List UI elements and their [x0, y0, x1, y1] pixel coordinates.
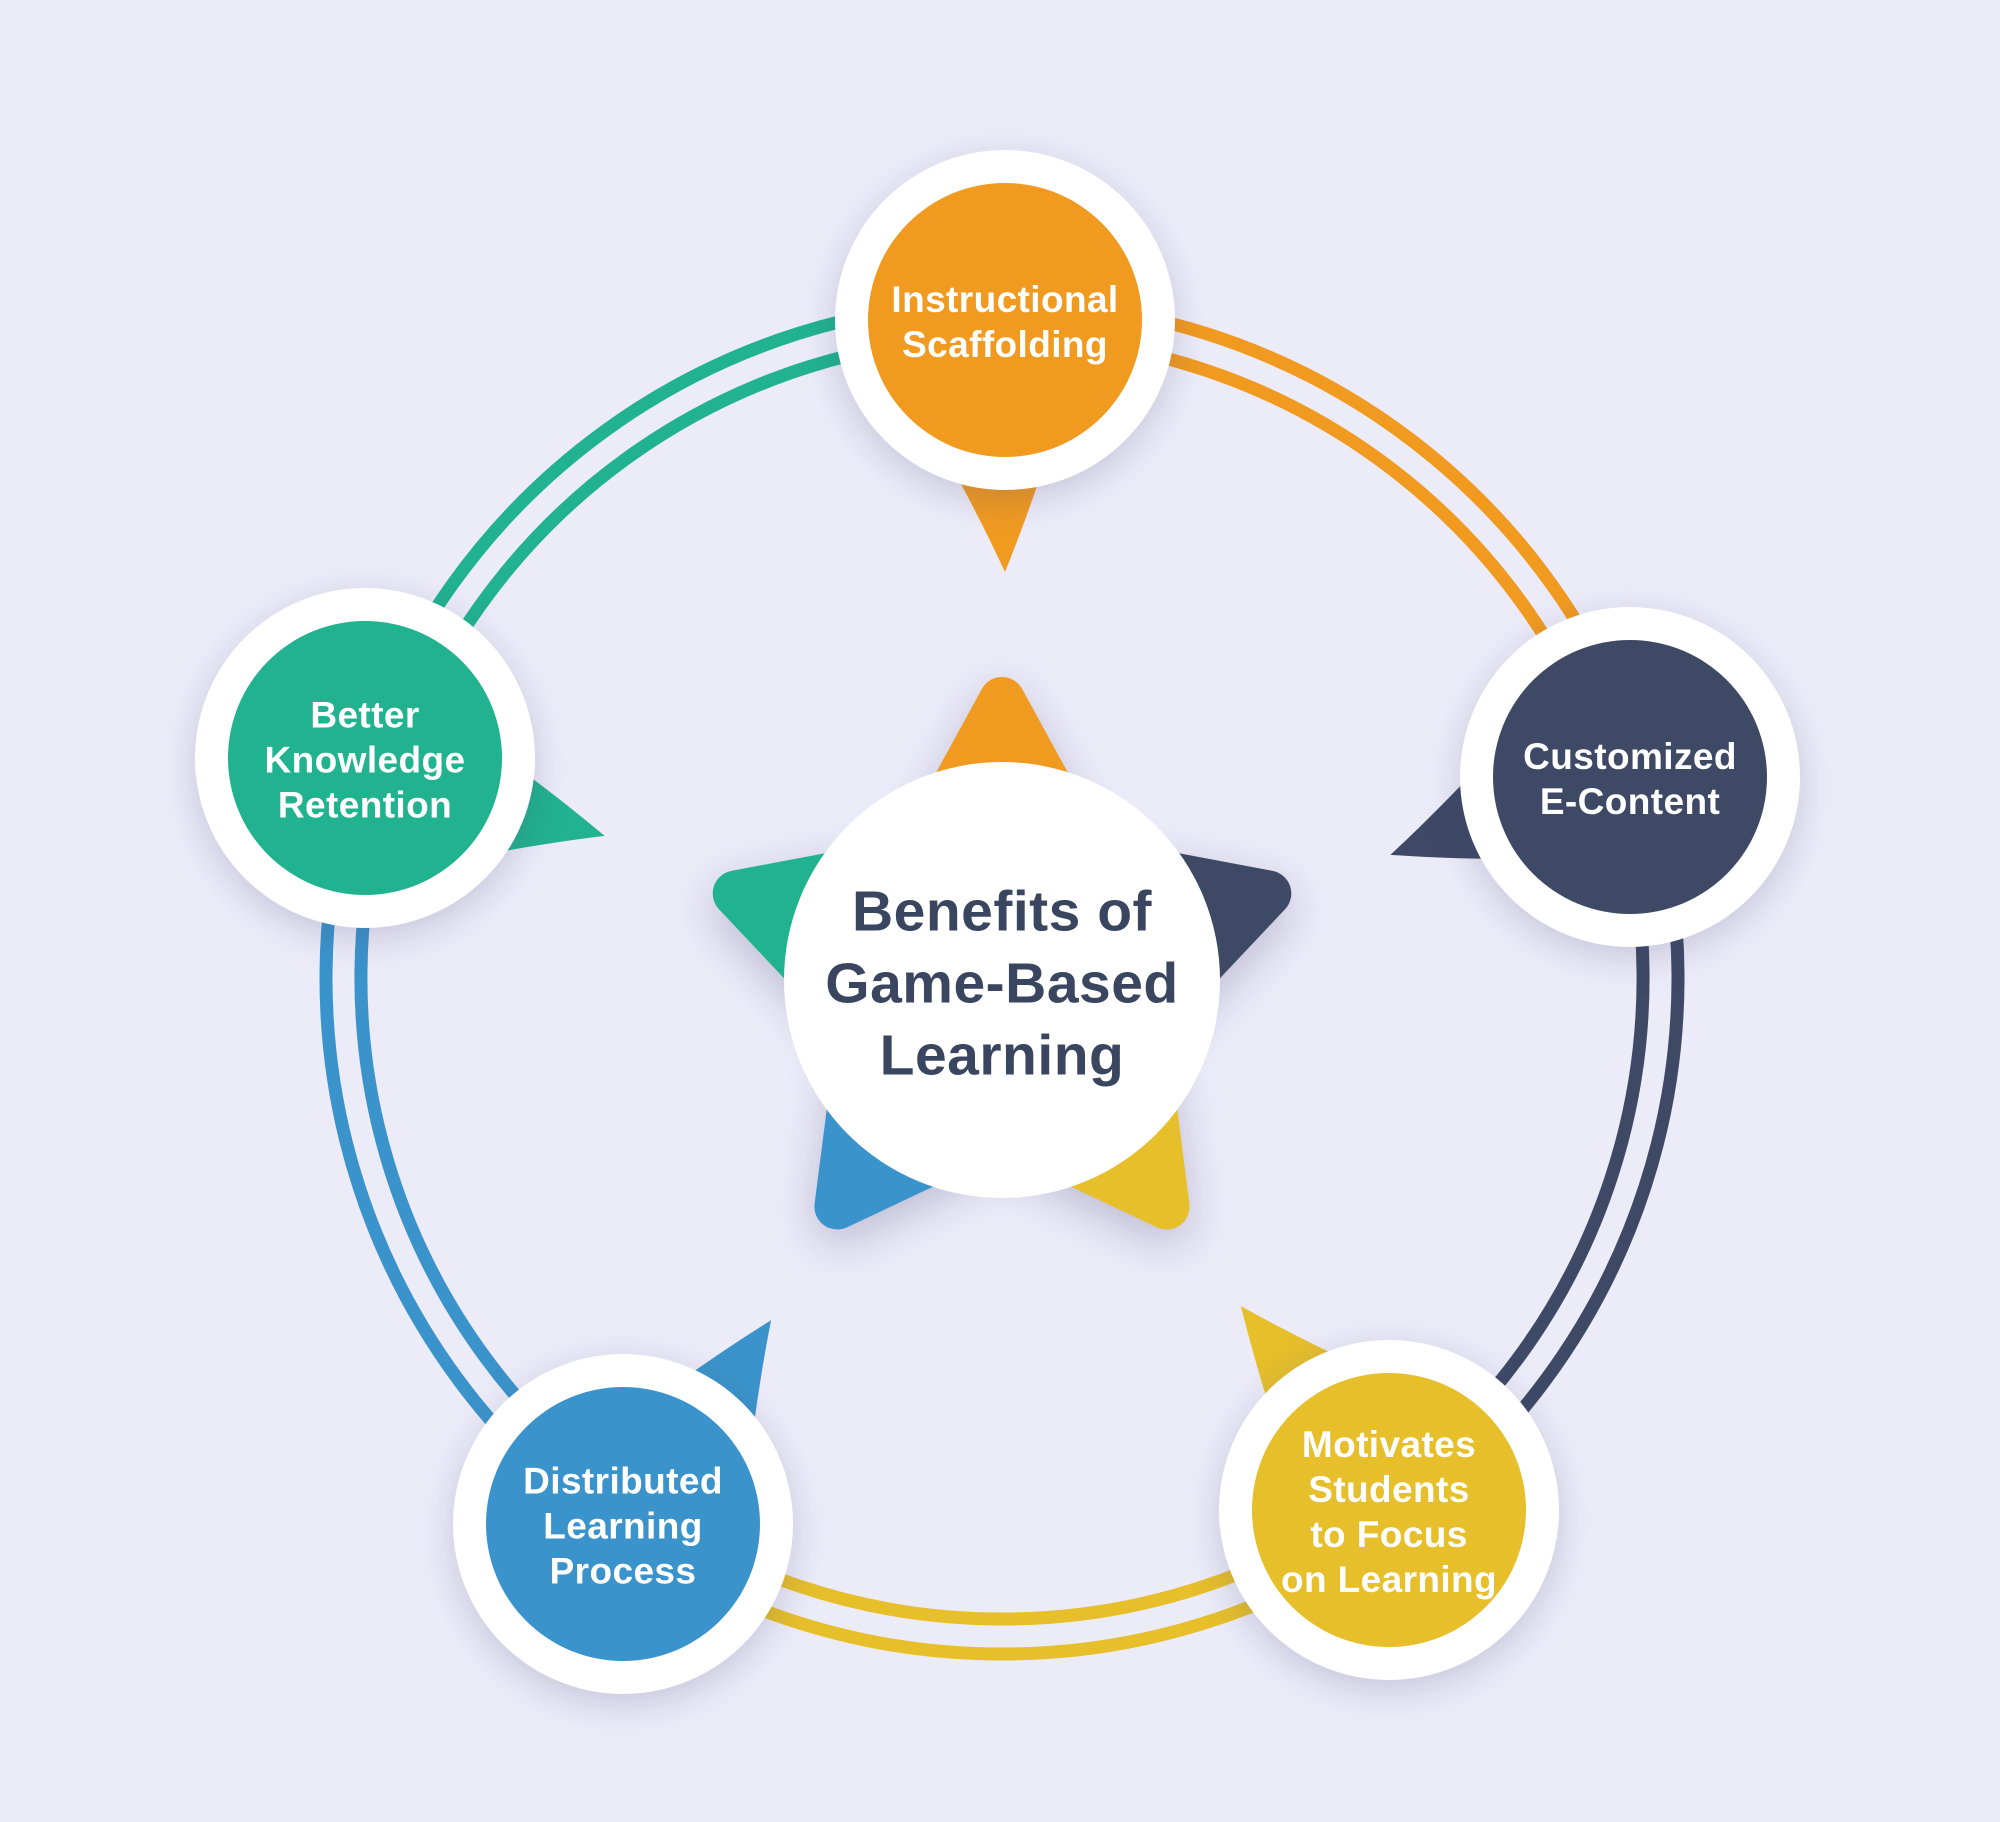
- label-line: Process: [549, 1550, 697, 1592]
- node-customized-e-content: [1390, 607, 1800, 947]
- label-line: Instructional: [891, 278, 1119, 320]
- node-circle: [228, 621, 502, 895]
- node-circle: [868, 183, 1142, 457]
- label-line: Distributed: [523, 1460, 723, 1502]
- label-line: E-Content: [1539, 781, 1721, 822]
- title-line: Game-Based: [825, 951, 1179, 1016]
- node-label-customized-e-content: Customized E-Content: [1523, 734, 1737, 824]
- page-title: Benefits of Game-Based Learning: [825, 876, 1179, 1091]
- node-circle: [486, 1387, 760, 1661]
- node-circle: [1493, 640, 1767, 914]
- node-distributed-learning: [453, 1320, 793, 1694]
- label-line: Learning: [543, 1505, 703, 1547]
- node-better-knowledge: [195, 588, 605, 928]
- label-line: Motivates: [1301, 1423, 1477, 1465]
- node-instructional-scaffolding: [835, 150, 1175, 572]
- node-label-better-knowledge: Better Knowledge Retention: [265, 692, 466, 827]
- node-label-instructional-scaffolding: Instructional Scaffolding: [891, 277, 1118, 367]
- label-line: Students: [1308, 1468, 1470, 1510]
- label-line: Scaffolding: [902, 324, 1108, 365]
- node-motivates-students: [1219, 1306, 1559, 1680]
- label-line: Customized: [1523, 735, 1737, 777]
- label-line: to Focus: [1310, 1514, 1468, 1555]
- label-line: Retention: [277, 784, 453, 826]
- label-line: Knowledge: [264, 739, 466, 781]
- label-line: Better: [310, 694, 420, 736]
- center-circle: [784, 762, 1220, 1198]
- node-label-distributed-learning: Distributed Learning Process: [523, 1458, 723, 1593]
- node-label-motivates-students: Motivates Students to Focus on Learning: [1281, 1422, 1497, 1603]
- label-line: on Learning: [1280, 1559, 1498, 1601]
- title-line: Learning: [879, 1022, 1125, 1087]
- title-line: Benefits of: [851, 879, 1153, 944]
- node-circle: [1252, 1373, 1526, 1647]
